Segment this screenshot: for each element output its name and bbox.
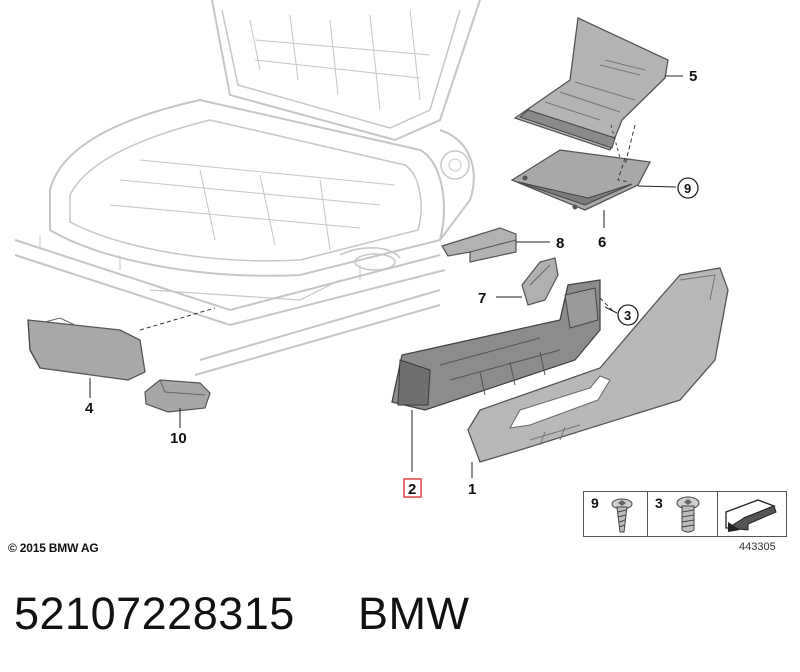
part-4-side-cover bbox=[27, 317, 146, 381]
screw-3-label: 3 bbox=[655, 495, 663, 511]
diagram-id: 443305 bbox=[739, 541, 776, 553]
callout-2-highlight: 2 bbox=[403, 478, 422, 498]
part-2-inner-trim bbox=[391, 279, 601, 411]
torx-screw-large-icon bbox=[676, 496, 700, 533]
screw-reference-table: 9 3 bbox=[583, 491, 787, 537]
callout-7: 7 bbox=[478, 290, 486, 307]
installation-symbol-cell bbox=[718, 492, 786, 536]
leader-lines bbox=[89, 75, 683, 478]
callout-9-circle: 9 bbox=[677, 177, 699, 199]
torx-screw-small-icon bbox=[611, 498, 633, 533]
callout-3-circle: 3 bbox=[617, 304, 639, 326]
part-5-upper-panel bbox=[513, 17, 669, 181]
callout-5: 5 bbox=[689, 68, 697, 85]
callout-3: 3 bbox=[624, 308, 631, 323]
screw-9-cell: 9 bbox=[584, 492, 648, 536]
callout-4: 4 bbox=[85, 400, 94, 417]
brand-name: BMW bbox=[358, 588, 470, 639]
part-1-outer-trim bbox=[467, 267, 729, 463]
part-6-lower-cover bbox=[510, 149, 652, 211]
callout-10: 10 bbox=[170, 430, 187, 447]
callout-2: 2 bbox=[408, 481, 416, 498]
screw-9-label: 9 bbox=[591, 495, 599, 511]
assembly-guides bbox=[139, 124, 636, 331]
part-10-block bbox=[144, 379, 211, 413]
part-number: 52107228315 bbox=[14, 588, 295, 639]
installation-arrow-icon bbox=[725, 499, 777, 532]
part-7-clip bbox=[521, 257, 559, 306]
part-8-bracket bbox=[441, 227, 517, 263]
copyright-notice: © 2015 BMW AG bbox=[8, 541, 99, 555]
callout-1: 1 bbox=[468, 481, 476, 498]
callout-9: 9 bbox=[684, 181, 691, 196]
callout-6: 6 bbox=[598, 234, 606, 251]
seat-frame-ghost bbox=[14, 0, 481, 376]
callout-8: 8 bbox=[556, 235, 564, 252]
screw-3-cell: 3 bbox=[648, 492, 718, 536]
